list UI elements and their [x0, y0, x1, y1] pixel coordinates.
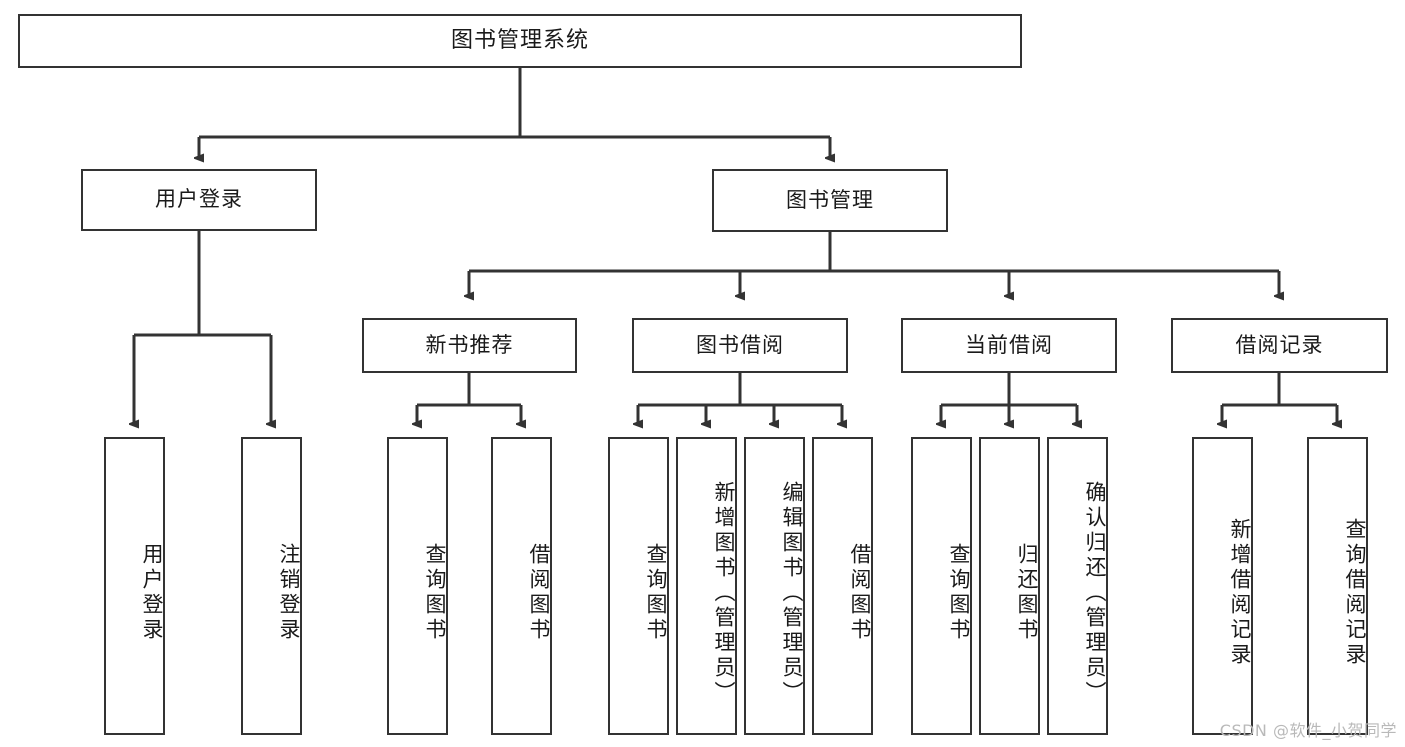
- node-label: 借阅图书: [527, 543, 551, 643]
- node-user-login[interactable]: 用户登录: [81, 169, 317, 231]
- leaf-current-borrow-query-book[interactable]: 查询图书: [911, 437, 972, 735]
- leaf-new-book-borrow-book[interactable]: 借阅图书: [491, 437, 552, 735]
- node-borrow-record[interactable]: 借阅记录: [1171, 318, 1388, 373]
- leaf-book-borrow-edit-book-admin[interactable]: 编辑图书（管理员）: [744, 437, 805, 735]
- leaf-current-borrow-confirm-return-admin[interactable]: 确认归还（管理员）: [1047, 437, 1108, 735]
- node-label: 当前借阅: [965, 332, 1053, 357]
- node-label: 借阅记录: [1235, 332, 1324, 357]
- node-label: 用户登录: [140, 543, 164, 643]
- leaf-book-borrow-borrow-book[interactable]: 借阅图书: [812, 437, 873, 735]
- node-label: 新增借阅记录: [1228, 518, 1252, 668]
- leaf-current-borrow-return-book[interactable]: 归还图书: [979, 437, 1040, 735]
- leaf-book-borrow-add-book-admin[interactable]: 新增图书（管理员）: [676, 437, 737, 735]
- node-label: 图书借阅: [696, 332, 784, 357]
- leaf-borrow-record-query-record[interactable]: 查询借阅记录: [1307, 437, 1368, 735]
- leaf-borrow-record-add-record[interactable]: 新增借阅记录: [1192, 437, 1253, 735]
- leaf-user-login-login[interactable]: 用户登录: [104, 437, 165, 735]
- node-label: 查询图书: [423, 543, 447, 643]
- node-book-management[interactable]: 图书管理: [712, 169, 948, 232]
- node-root-book-management-system[interactable]: 图书管理系统: [18, 14, 1022, 68]
- node-label: 查询借阅记录: [1343, 518, 1367, 668]
- node-label: 新书推荐: [425, 332, 514, 357]
- node-label: 图书管理系统: [450, 27, 589, 53]
- leaf-user-login-logout[interactable]: 注销登录: [241, 437, 302, 735]
- node-label: 查询图书: [947, 543, 971, 643]
- node-label: 查询图书: [644, 543, 668, 643]
- node-label: 用户登录: [155, 187, 243, 212]
- csdn-watermark: CSDN @软件_小贺同学: [1219, 721, 1397, 740]
- node-label: 图书管理: [786, 187, 874, 212]
- node-current-borrow[interactable]: 当前借阅: [901, 318, 1117, 373]
- leaf-book-borrow-query-book[interactable]: 查询图书: [608, 437, 669, 735]
- node-label: 新增图书（管理员）: [712, 480, 736, 706]
- node-label: 归还图书: [1015, 543, 1039, 643]
- node-new-book-recommend[interactable]: 新书推荐: [362, 318, 577, 373]
- node-label: 编辑图书（管理员）: [780, 480, 804, 706]
- node-label: 借阅图书: [848, 543, 872, 643]
- node-label: 确认归还（管理员）: [1083, 480, 1107, 706]
- node-label: 注销登录: [277, 543, 301, 643]
- leaf-new-book-query-book[interactable]: 查询图书: [387, 437, 448, 735]
- node-book-borrow[interactable]: 图书借阅: [632, 318, 848, 373]
